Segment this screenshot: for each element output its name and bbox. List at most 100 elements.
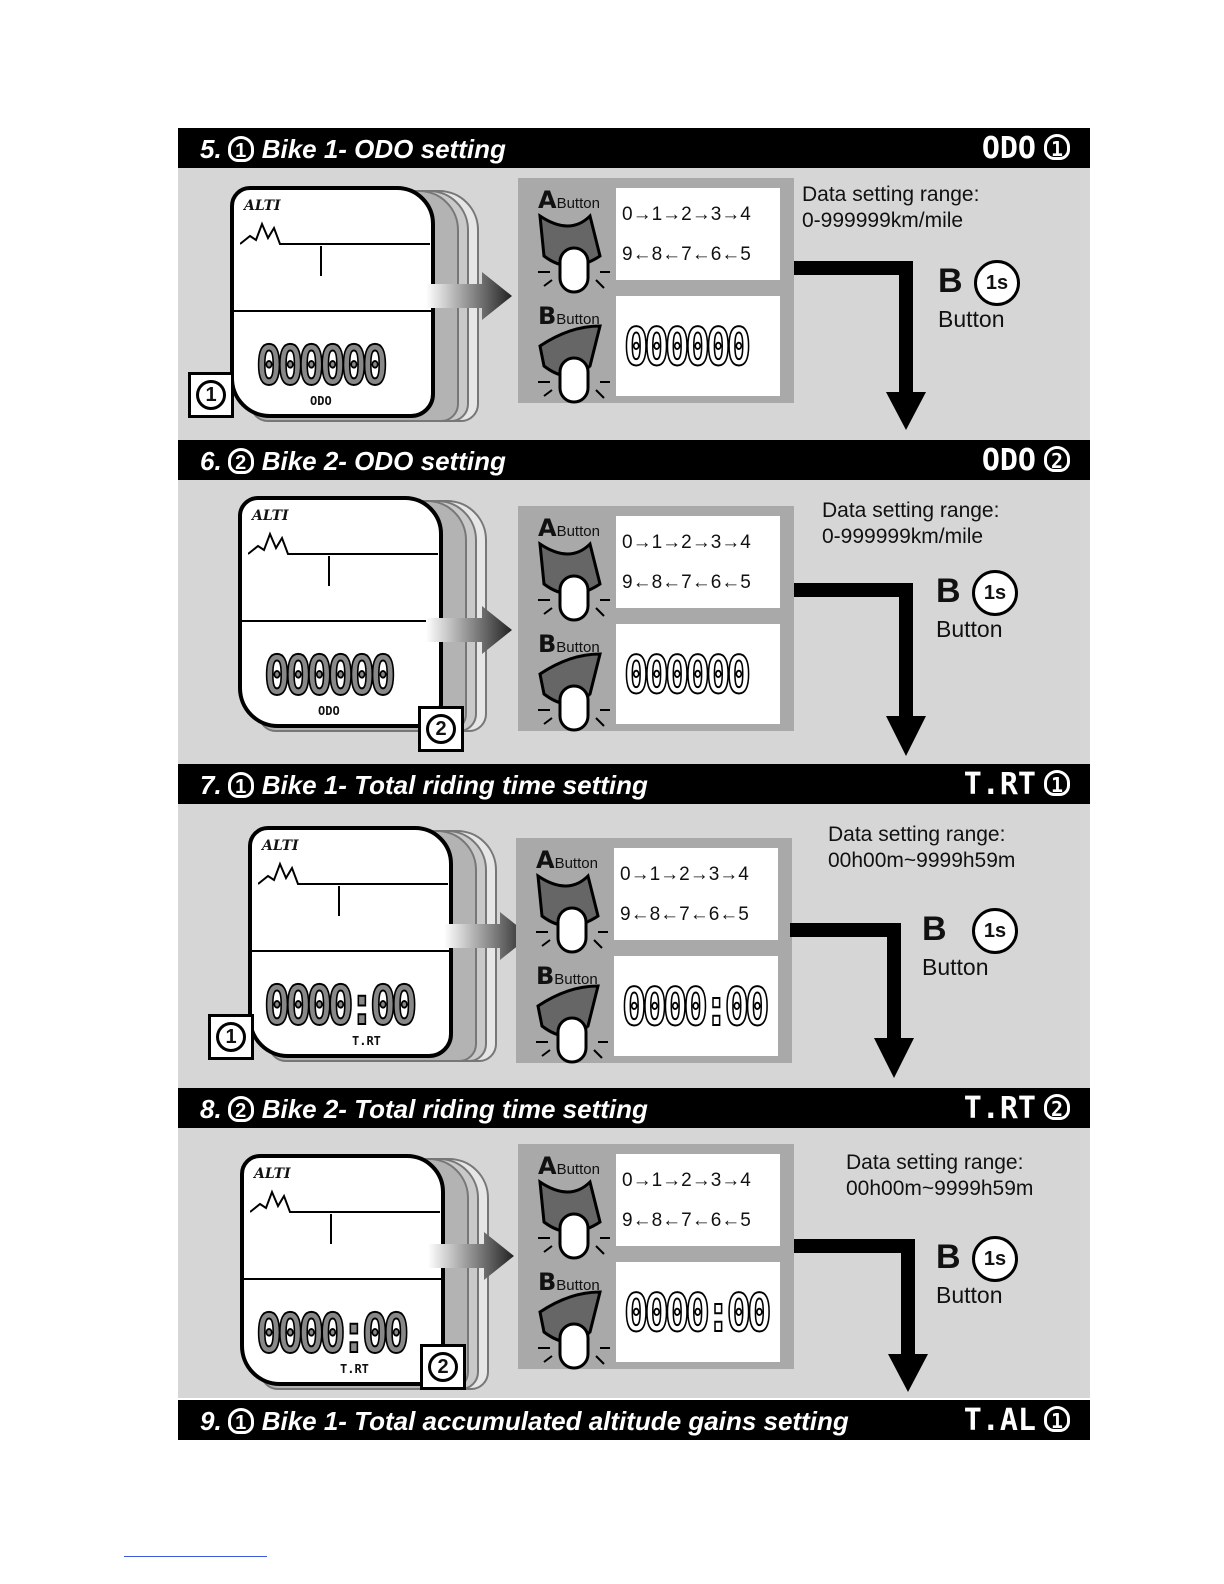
finger-press-icon [538, 540, 610, 622]
lcd-readout: 000000 [623, 317, 752, 379]
bike-1-tag: 1 [188, 372, 234, 418]
bike-1-tag: 1 [208, 1014, 254, 1060]
section-number: 9. [200, 1406, 222, 1436]
bike-badge: 1 [227, 136, 254, 163]
finger-press-icon [538, 212, 610, 294]
finger-press-icon [538, 1178, 610, 1260]
bike-badge: 2 [1044, 445, 1070, 473]
digit-cycle-card: 0→1→2→3→4 9←8←7←6←5 [616, 1154, 780, 1246]
bike-badge: 2 [227, 448, 254, 475]
section-title: Bike 1- Total riding time setting [261, 770, 648, 800]
digit-position-card: 0000:00 [616, 1262, 780, 1362]
right-arrow-icon [426, 606, 512, 654]
device-logo: ALTI [254, 1166, 291, 1182]
button-panel: AButton BButton 0→1→2→3→4 9←8←7←6←5 0000… [518, 178, 794, 404]
finger-press-icon [538, 324, 610, 404]
device-logo: ALTI [262, 838, 299, 854]
lcd-readout: 0000:00 [263, 973, 418, 1038]
digit-cycle-top: 0→1→2→3→4 [622, 1170, 751, 1191]
lcd-readout: 000000 [263, 643, 397, 708]
altitude-graph-icon [250, 1189, 440, 1213]
section-number: 7. [200, 770, 222, 800]
section-title: Bike 1- ODO setting [261, 134, 506, 164]
data-setting-range: Data setting range:0-999999km/mile [802, 183, 980, 232]
b-button-label: BButton [538, 302, 600, 330]
b-button-hold-indicator: B 1s Button [936, 570, 1036, 650]
flow-arrow-icon [790, 923, 914, 1078]
right-arrow-icon [426, 272, 512, 320]
section-panel-7: ALTI 0000:00 T.RT 1 AButton BButton 0→1→… [178, 804, 1090, 1088]
a-button-label: AButton [538, 186, 600, 214]
bike-badge: 1 [1044, 769, 1070, 797]
bike-badge: 1 [1044, 1405, 1070, 1433]
digit-position-card: 000000 [616, 624, 780, 724]
b-button-label: BButton [538, 630, 600, 658]
device-illustration: ALTI 000000 ODO [230, 186, 479, 422]
clock-icon: 1s [972, 908, 1018, 954]
a-button-label: AButton [538, 1152, 600, 1180]
clock-icon: 1s [972, 570, 1018, 616]
bike-badge: 2 [1044, 1093, 1070, 1121]
lcd-readout: 0000:00 [623, 1283, 772, 1345]
b-button-label: BButton [538, 1268, 600, 1296]
device-logo: ALTI [244, 198, 281, 214]
mode-code: T.RT [963, 767, 1036, 802]
digit-position-card: 0000:00 [614, 956, 778, 1056]
digit-cycle-card: 0→1→2→3→4 9←8←7←6←5 [614, 848, 778, 940]
finger-press-icon [536, 984, 608, 1064]
right-arrow-icon [444, 912, 530, 960]
data-setting-range: Data setting range:00h00m~9999h59m [846, 1151, 1034, 1200]
lcd-readout: 000000 [255, 333, 389, 398]
footnote-separator [124, 1556, 267, 1557]
mode-code: ODO [981, 443, 1036, 478]
digit-cycle-bottom: 9←8←7←6←5 [620, 904, 749, 925]
clock-icon: 1s [972, 1236, 1018, 1282]
bike-badge: 1 [227, 1408, 254, 1435]
lcd-readout: 0000:00 [621, 977, 770, 1039]
section-title: Bike 2- Total riding time setting [261, 1094, 648, 1124]
lcd-readout: 0000:00 [255, 1301, 410, 1366]
a-button-label: AButton [538, 514, 600, 542]
digit-cycle-bottom: 9←8←7←6←5 [622, 572, 751, 593]
digit-cycle-top: 0→1→2→3→4 [620, 864, 749, 885]
clock-icon: 1s [974, 260, 1020, 306]
digit-cycle-card: 0→1→2→3→4 9←8←7←6←5 [616, 516, 780, 608]
section-panel-8: ALTI 0000:00 T.RT 2 AButton BButton 0→1→… [178, 1128, 1090, 1398]
button-panel: AButton BButton 0→1→2→3→4 9←8←7←6←5 0000… [518, 1144, 794, 1370]
digit-cycle-top: 0→1→2→3→4 [622, 204, 751, 225]
lcd-unit: T.RT [352, 1034, 381, 1048]
b-button-hold-indicator: B 1s Button [936, 1236, 1036, 1316]
lcd-unit: T.RT [340, 1362, 369, 1376]
lcd-unit: ODO [318, 704, 340, 718]
bike-badge: 2 [227, 1096, 254, 1123]
b-button-hold-indicator: B 1s Button [922, 908, 1022, 988]
mode-code: ODO [981, 131, 1036, 166]
section-number: 8. [200, 1094, 222, 1124]
lcd-readout: 000000 [623, 645, 752, 707]
device-illustration: ALTI 0000:00 T.RT [240, 1154, 489, 1390]
flow-arrow-icon [794, 261, 926, 430]
finger-press-icon [536, 872, 608, 954]
mode-code: T.RT [963, 1091, 1036, 1126]
section-number: 5. [200, 134, 222, 164]
digit-cycle-card: 0→1→2→3→4 9←8←7←6←5 [616, 188, 780, 280]
bike-badge: 1 [1044, 133, 1070, 161]
data-setting-range: Data setting range:00h00m~9999h59m [828, 823, 1016, 872]
section-header-7: 7. 1 Bike 1- Total riding time setting T.R… [178, 764, 1090, 804]
mode-code: T.AL [963, 1403, 1036, 1438]
a-button-label: AButton [536, 846, 598, 874]
b-button-label: BButton [536, 962, 598, 990]
device-illustration: ALTI 000000 ODO [238, 496, 487, 732]
flow-arrow-icon [794, 1239, 928, 1392]
finger-press-icon [538, 1290, 610, 1370]
altitude-graph-icon [258, 861, 448, 885]
b-button-hold-indicator: B 1s Button [938, 260, 1038, 340]
digit-cycle-bottom: 9←8←7←6←5 [622, 244, 751, 265]
section-title: Bike 2- ODO setting [261, 446, 506, 476]
digit-position-card: 000000 [616, 296, 780, 396]
section-title: Bike 1- Total accumulated altitude gains… [261, 1406, 849, 1436]
